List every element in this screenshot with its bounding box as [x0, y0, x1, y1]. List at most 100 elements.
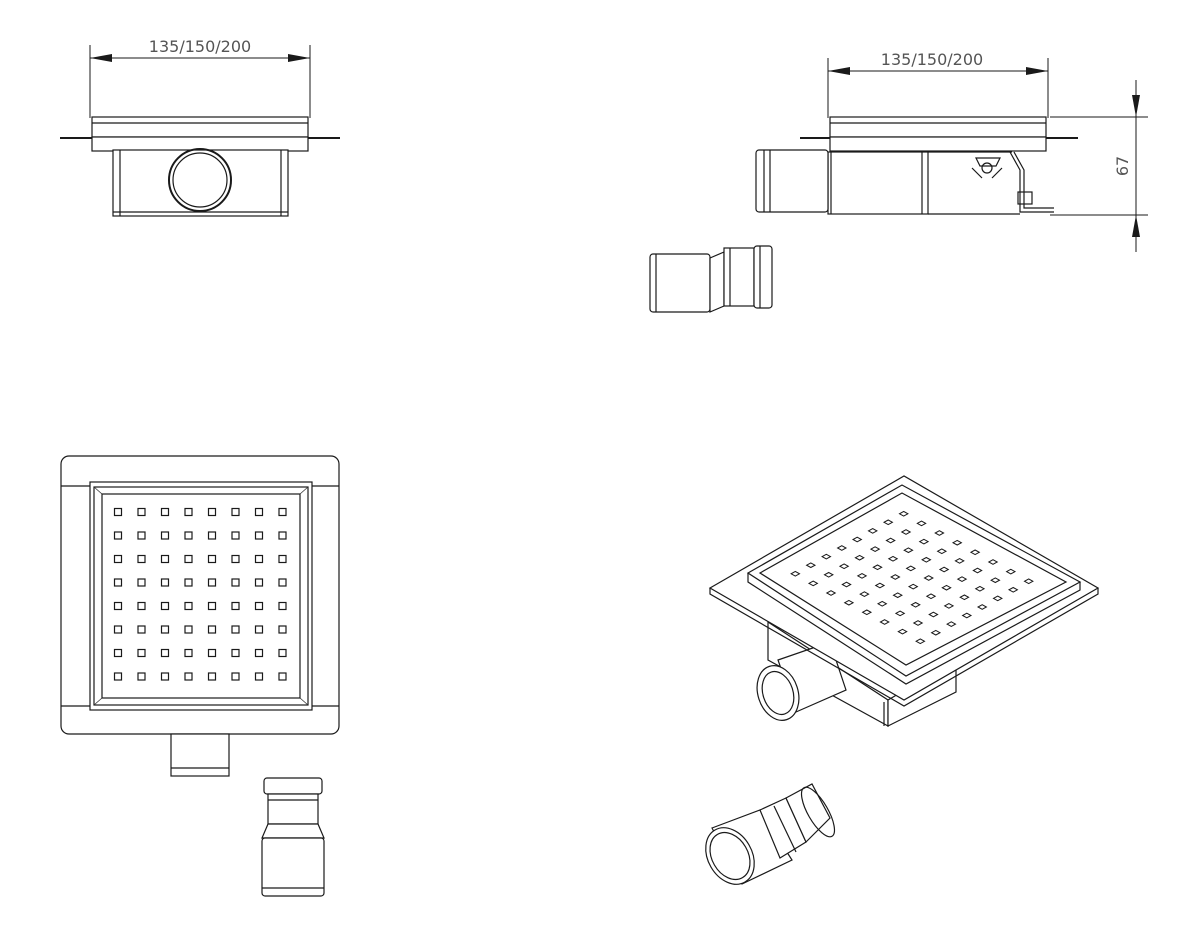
iso-grate-hole: [898, 510, 909, 517]
iso-grate-hole: [987, 559, 999, 565]
iso-grate-hole: [941, 584, 952, 591]
iso-grate-hole: [961, 612, 973, 619]
iso-grate-hole: [943, 603, 955, 609]
grate-hole: [207, 625, 217, 634]
grate-hole: [184, 625, 193, 634]
iso-grate-hole: [912, 620, 924, 626]
grate-hole: [231, 672, 240, 681]
grate-hole: [137, 531, 146, 540]
iso-grate-hole: [969, 549, 981, 556]
grate-hole: [231, 601, 240, 611]
trap-pipe-iso: [705, 783, 836, 885]
trap-pipe-side: [649, 245, 773, 313]
iso-grate-hole: [854, 554, 865, 561]
iso-grate-hole: [876, 600, 888, 607]
iso-grate-hole: [894, 610, 906, 617]
grate-hole-grid: [113, 507, 287, 681]
grate-hole: [254, 507, 264, 517]
iso-grate-hole: [928, 611, 939, 618]
grate-hole: [254, 554, 264, 564]
grate-hole: [160, 578, 170, 587]
front-width-label: 135/150/200: [149, 37, 251, 56]
iso-grate-hole: [843, 599, 855, 606]
iso-grate-hole: [869, 546, 881, 552]
iso-grate-hole: [790, 570, 801, 577]
grate-hole: [278, 672, 287, 681]
iso-grate-hole: [890, 574, 901, 580]
grate-hole: [207, 672, 217, 681]
grate-hole: [113, 648, 123, 658]
iso-grate-hole: [959, 594, 970, 601]
grate-hole: [184, 672, 193, 681]
grate-hole: [160, 625, 170, 634]
iso-grate-hole: [867, 528, 878, 534]
grate-hole: [278, 578, 287, 587]
grate-hole: [254, 531, 264, 540]
grate-hole: [184, 578, 193, 587]
iso-grate-hole: [930, 629, 942, 636]
grate-hole: [254, 625, 264, 634]
grate-hole: [184, 507, 193, 517]
top-view: [60, 455, 340, 777]
iso-grate-hole: [821, 553, 832, 560]
grate-hole: [113, 625, 123, 634]
grate-hole: [184, 554, 193, 564]
iso-grate-hole: [915, 638, 926, 645]
iso-grate-hole: [910, 601, 921, 608]
grate-hole: [207, 601, 217, 611]
grate-hole: [207, 554, 217, 564]
iso-grate-hole: [805, 562, 817, 569]
grate-hole: [207, 578, 217, 587]
grate-hole: [137, 648, 146, 658]
iso-grate-hole: [946, 621, 957, 627]
iso-grate-hole: [951, 539, 963, 546]
iso-grate-hole: [921, 556, 932, 563]
iso-grate-hole: [934, 530, 945, 536]
iso-grate-hole: [1007, 586, 1019, 593]
iso-grate-hole: [918, 538, 930, 545]
grate-hole: [137, 578, 146, 587]
iso-grate-hole: [892, 592, 903, 599]
iso-grate-hole-grid: [790, 510, 1034, 645]
grate-hole: [113, 531, 123, 540]
grate-hole: [278, 601, 287, 611]
iso-grate-hole: [1023, 578, 1034, 585]
height-label: 67: [1113, 156, 1132, 176]
grate-hole: [231, 648, 240, 658]
iso-grate-hole: [903, 547, 914, 554]
grate-hole: [231, 554, 240, 564]
iso-grate-hole: [887, 555, 899, 562]
iso-grate-hole: [1005, 568, 1017, 575]
grate-hole: [137, 601, 146, 611]
iso-grate-hole: [825, 590, 837, 596]
grate-hole: [184, 648, 193, 658]
iso-grate-hole: [882, 519, 894, 526]
grate-hole: [278, 625, 287, 634]
grate-hole: [113, 672, 123, 681]
iso-grate-hole: [807, 580, 819, 587]
iso-grate-hole: [856, 573, 868, 579]
iso-grate-hole: [841, 581, 852, 588]
iso-grate-hole: [907, 583, 919, 590]
grate-hole: [278, 648, 287, 658]
grate-hole: [137, 625, 146, 634]
grate-hole: [113, 507, 123, 517]
grate-hole: [207, 648, 217, 658]
side-width-label: 135/150/200: [881, 50, 983, 69]
iso-grate-hole: [859, 591, 870, 597]
grate-hole: [113, 601, 123, 611]
grate-hole: [160, 601, 170, 611]
grate-hole: [278, 554, 287, 564]
iso-grate-hole: [851, 536, 863, 543]
grate-hole: [231, 507, 240, 517]
grate-hole: [207, 507, 217, 517]
iso-grate-hole: [872, 564, 883, 571]
grate-hole: [231, 531, 240, 540]
iso-grate-hole: [954, 558, 965, 564]
front-view: 135/150/200: [60, 37, 340, 217]
grate-hole: [113, 578, 123, 587]
grate-hole: [160, 648, 170, 658]
grate-hole: [231, 578, 240, 587]
grate-hole: [160, 507, 170, 517]
